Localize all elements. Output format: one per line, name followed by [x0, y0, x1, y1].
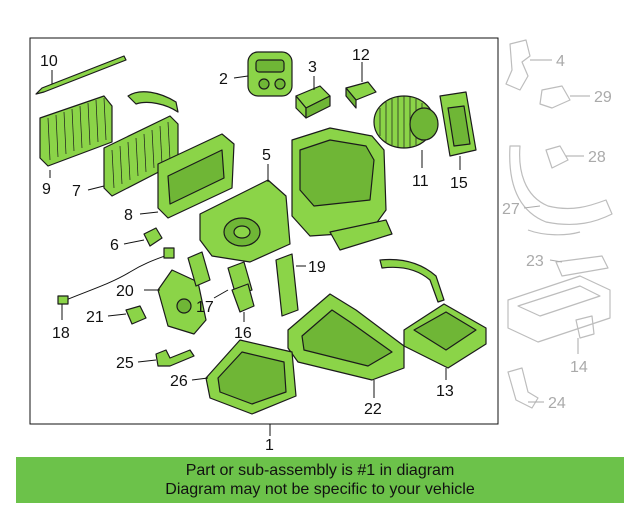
- callout-18: 18: [52, 325, 70, 342]
- ghost-part-29: [539, 85, 571, 109]
- part-10-strip[interactable]: [35, 55, 127, 95]
- ghost-part-14: [507, 275, 611, 343]
- part-26-base-case[interactable]: [205, 339, 297, 415]
- banner-line-2: Diagram may not be specific to your vehi…: [165, 481, 475, 498]
- callout-3: 3: [308, 59, 317, 76]
- part-22-lower-case[interactable]: [287, 293, 405, 381]
- banner-line-1: Part or sub-assembly is #1 in diagram: [185, 462, 455, 479]
- ghost-part-27: [509, 145, 613, 236]
- part-16-resistor[interactable]: [231, 283, 255, 313]
- part-8-housing-cover[interactable]: [157, 133, 235, 219]
- callout-27: 27: [502, 201, 520, 218]
- callout-10: 10: [40, 53, 58, 70]
- callout-24: 24: [548, 395, 566, 412]
- callout-21: 21: [86, 309, 104, 326]
- callout-11: 11: [412, 173, 429, 190]
- part-18-harness[interactable]: [57, 247, 175, 305]
- part-11-blower-motor[interactable]: [373, 95, 439, 149]
- part-5-blower-housing[interactable]: [199, 179, 291, 263]
- callout-13: 13: [436, 383, 454, 400]
- callout-15: 15: [450, 175, 468, 192]
- callout-6: 6: [110, 237, 119, 254]
- callout-12: 12: [352, 47, 370, 64]
- callout-labels: 1 2 3 4 5 6 7 8 9 10 11 12 13 14 15 16 1…: [40, 47, 612, 454]
- part-20-actuator[interactable]: [157, 269, 207, 335]
- callout-7: 7: [72, 183, 81, 200]
- ghost-part-28: [545, 145, 569, 169]
- leader-lines: [49, 59, 590, 403]
- part-2-control-panel[interactable]: [247, 51, 293, 97]
- callout-17: 17: [196, 299, 214, 316]
- ghost-part-23: [555, 255, 609, 277]
- part-12-actuator[interactable]: [345, 81, 377, 109]
- part-3-actuator[interactable]: [295, 85, 331, 119]
- callout-29: 29: [594, 89, 612, 106]
- callout-14: 14: [570, 359, 588, 376]
- disclaimer-banner: Part or sub-assembly is #1 in diagram Di…: [16, 457, 624, 503]
- callout-1: 1: [265, 437, 274, 454]
- callout-25: 25: [116, 355, 134, 372]
- callout-20: 20: [116, 283, 134, 300]
- callout-28: 28: [588, 149, 606, 166]
- callout-19: 19: [308, 259, 326, 276]
- ghost-part-24: [507, 367, 539, 409]
- callout-5: 5: [262, 147, 271, 164]
- part-6-sensor[interactable]: [143, 227, 163, 247]
- part-25-tube[interactable]: [155, 349, 195, 367]
- part-hvac-case[interactable]: [291, 127, 393, 251]
- callout-22: 22: [364, 401, 382, 418]
- callout-23: 23: [526, 253, 544, 270]
- part-19-actuator[interactable]: [275, 253, 299, 317]
- part-7-evaporator[interactable]: [103, 91, 179, 197]
- part-9-cabin-filter[interactable]: [39, 95, 113, 167]
- callout-9: 9: [42, 181, 51, 198]
- callout-4: 4: [556, 53, 565, 70]
- part-13-heater-core[interactable]: [379, 258, 487, 369]
- callout-26: 26: [170, 373, 188, 390]
- ghost-part-4: [505, 39, 531, 91]
- assembly-frame: [29, 37, 499, 425]
- part-21-sensor[interactable]: [125, 305, 147, 325]
- callout-8: 8: [124, 207, 133, 224]
- callout-2: 2: [219, 71, 228, 88]
- part-15-bracket[interactable]: [439, 91, 477, 157]
- callout-16: 16: [234, 325, 252, 342]
